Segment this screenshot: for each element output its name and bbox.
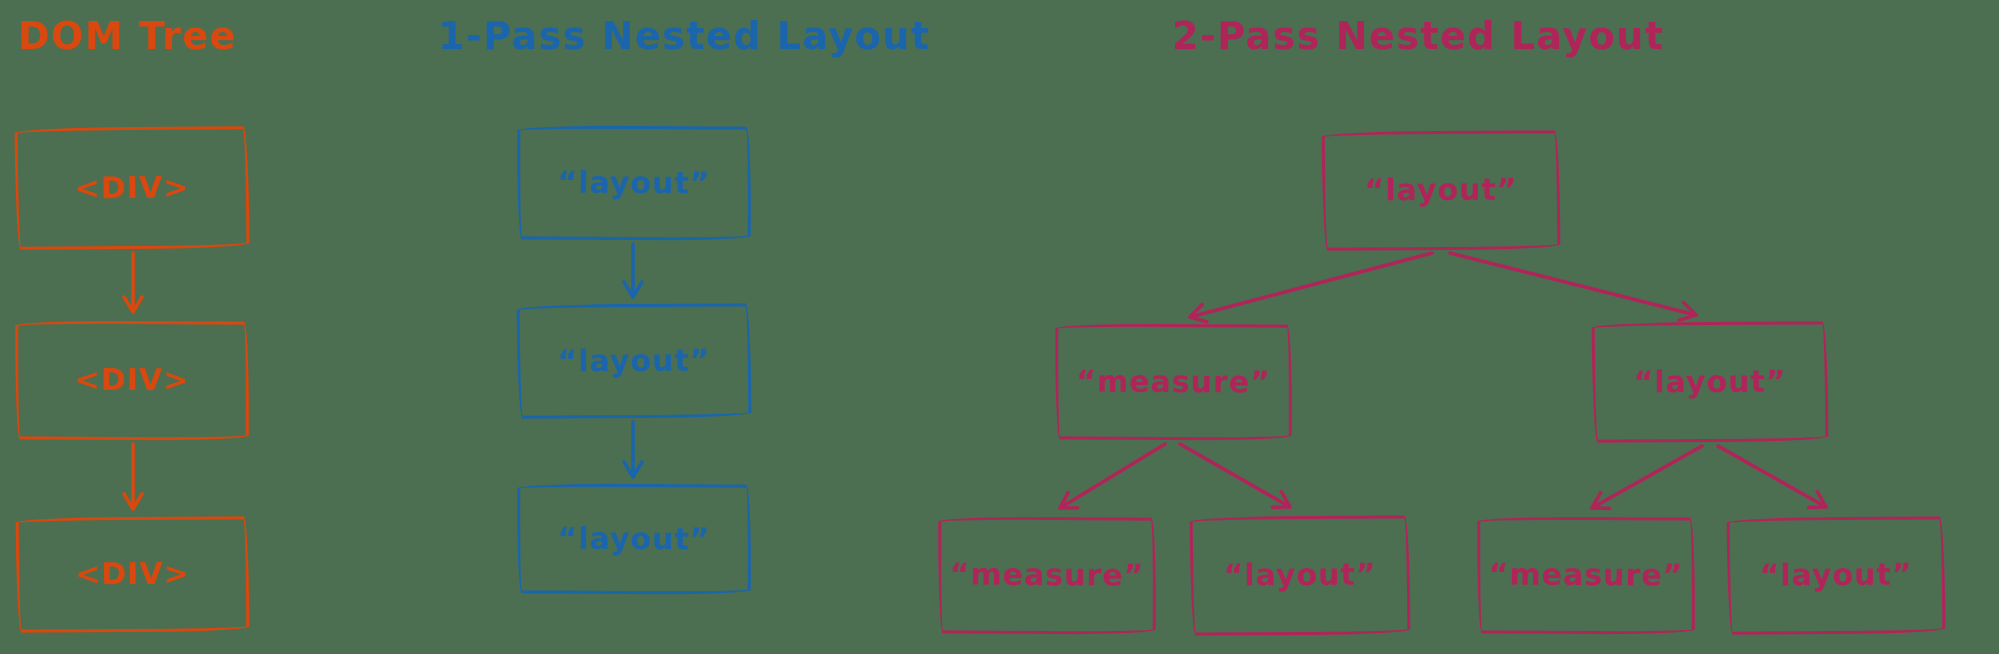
node-label: <DIV>	[75, 556, 190, 593]
node-label: “layout”	[557, 165, 711, 201]
node-label: “layout”	[557, 521, 711, 557]
arrow-2pass-root-measure	[1188, 251, 1434, 324]
section-title-dom-tree: DOM Tree	[18, 14, 237, 58]
dom-tree-node-1: <DIV>	[14, 126, 250, 250]
node-label: “layout”	[1223, 557, 1377, 594]
two-pass-grandchild-layout-2: “layout”	[1726, 516, 1946, 635]
arrow-2pass-layout-layout	[1716, 444, 1828, 510]
two-pass-grandchild-measure-1: “measure”	[937, 516, 1157, 635]
node-label: <DIV>	[74, 362, 190, 399]
two-pass-child-layout: “layout”	[1591, 321, 1829, 443]
arrow-2pass-root-layout	[1448, 251, 1698, 322]
one-pass-node-1: “layout”	[516, 125, 752, 241]
node-label: “measure”	[1488, 557, 1684, 594]
arrow-2pass-layout-measure	[1590, 444, 1704, 511]
two-pass-child-measure: “measure”	[1054, 323, 1293, 441]
two-pass-grandchild-measure-2: “measure”	[1476, 516, 1696, 635]
arrow-2pass-measure-layout	[1178, 442, 1292, 510]
dom-tree-node-2: <DIV>	[14, 320, 250, 441]
node-label: “layout”	[1364, 172, 1518, 209]
node-label: “layout”	[557, 343, 711, 379]
arrow-2pass-measure-measure	[1058, 442, 1167, 510]
section-title-1pass: 1-Pass Nested Layout	[438, 14, 931, 58]
one-pass-node-2: “layout”	[516, 303, 752, 419]
dom-tree-node-3: <DIV>	[15, 516, 250, 633]
node-label: <DIV>	[74, 170, 190, 206]
node-label: “layout”	[1633, 364, 1787, 400]
two-pass-grandchild-layout-1: “layout”	[1189, 515, 1411, 636]
section-title-2pass: 2-Pass Nested Layout	[1172, 14, 1665, 58]
one-pass-node-3: “layout”	[516, 483, 752, 595]
node-label: “measure”	[949, 557, 1145, 594]
node-label: “layout”	[1759, 557, 1913, 594]
two-pass-root-layout: “layout”	[1321, 130, 1561, 251]
node-label: “measure”	[1076, 363, 1271, 401]
